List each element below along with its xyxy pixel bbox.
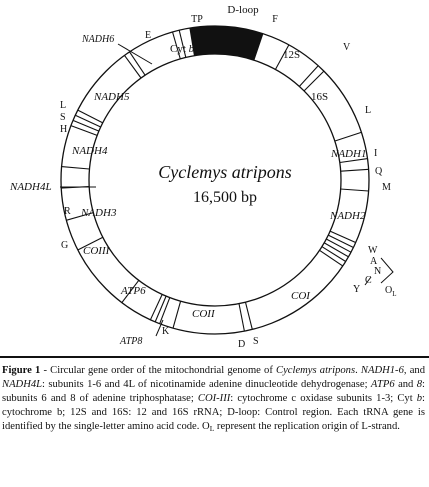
label-trna-s-bottom: S	[253, 336, 259, 347]
label-trna-m: M	[382, 182, 391, 193]
caption-species: Cyclemys atripons	[276, 365, 356, 376]
label-trna-k: K	[162, 326, 170, 337]
label-cytb: Cyt b	[170, 43, 195, 55]
label-trna-l-right: L	[365, 105, 371, 116]
label-origin-ol-main: O	[385, 285, 392, 296]
caption-term: 8	[416, 379, 423, 390]
label-trna-e: E	[145, 30, 151, 41]
caption-text: : cytochrome b; 12S and 16S: 12 and 16S …	[2, 393, 425, 432]
caption-text: : cytochrome c oxidase subunits 1-3; Cyt	[230, 393, 417, 404]
label-16s-rrna: 16S	[311, 91, 328, 103]
label-cytb-main: Cyt	[170, 43, 189, 55]
caption-term: b	[416, 393, 423, 404]
label-trna-q: Q	[375, 166, 383, 177]
label-trna-s-left: S	[60, 112, 66, 123]
label-nadh4: NADH4	[71, 145, 108, 157]
caption-text: and	[394, 379, 417, 390]
caption-term: NADH1-6	[360, 365, 404, 376]
label-trna-n: N	[374, 266, 381, 277]
label-trna-a: A	[370, 256, 378, 267]
label-trna-l-left: L	[60, 100, 66, 111]
caption-figure-label: Figure 1	[2, 365, 41, 376]
label-trna-c: C	[365, 275, 372, 286]
caption-text: represent the replication origin of L-st…	[214, 421, 400, 432]
caption-box: Figure 1 - Circular gene order of the mi…	[0, 356, 429, 487]
label-coiii: COIII	[83, 245, 111, 257]
dloop-segment	[189, 26, 264, 61]
label-trna-g: G	[61, 240, 68, 251]
label-trna-w: W	[368, 245, 378, 256]
leader-lines	[60, 43, 394, 337]
label-trna-i: I	[374, 148, 377, 159]
label-coi: COI	[291, 290, 311, 302]
label-trna-d: D	[238, 339, 245, 350]
caption-text: , and	[403, 365, 425, 376]
label-nadh6: NADH6	[81, 34, 114, 45]
genome-species-name: Cyclemys atripons	[158, 162, 291, 182]
label-cytb-italic: b	[189, 43, 195, 55]
label-dloop: D-loop	[227, 4, 259, 16]
label-trna-y: Y	[353, 284, 360, 295]
label-nadh5: NADH5	[93, 91, 130, 103]
label-trna-tp: TP	[191, 14, 203, 25]
label-coii: COII	[192, 308, 216, 320]
caption-term: NADH4L	[2, 379, 43, 390]
figure-caption: Figure 1 - Circular gene order of the mi…	[2, 364, 425, 436]
genome-ring-outer	[60, 25, 370, 335]
label-origin-ol-sub: L	[392, 290, 396, 298]
label-nadh1: NADH1	[330, 148, 366, 160]
caption-term: ATP6	[370, 379, 395, 390]
label-trna-r: R	[64, 206, 71, 217]
label-atp6: ATP6	[120, 285, 146, 297]
genome-size: 16,500 bp	[193, 189, 257, 206]
label-nadh4l: NADH4L	[9, 181, 52, 193]
label-atp8: ATP8	[119, 336, 142, 347]
gene-boundaries	[61, 30, 369, 332]
caption-text: .	[355, 365, 361, 376]
caption-text: : subunits 6 and 8 of adenine triphospha…	[2, 379, 425, 404]
label-trna-h: H	[60, 124, 67, 135]
caption-subscript: L	[209, 424, 215, 433]
label-nadh3: NADH3	[80, 207, 117, 219]
caption-text: : subunits 1-6 and 4L of nicotinamide ad…	[42, 379, 371, 390]
mitochondrial-genome-map: Cyclemys atripons 16,500 bp D-loop TP F …	[9, 4, 397, 350]
label-trna-f: F	[272, 14, 278, 25]
label-origin-ol: OL	[385, 285, 397, 298]
label-12s-rrna: 12S	[283, 49, 300, 61]
caption-text: - Circular gene order of the mitochondri…	[40, 365, 277, 376]
label-trna-v: V	[343, 42, 351, 53]
caption-term: COI-III	[197, 393, 231, 404]
label-nadh2: NADH2	[329, 210, 366, 222]
